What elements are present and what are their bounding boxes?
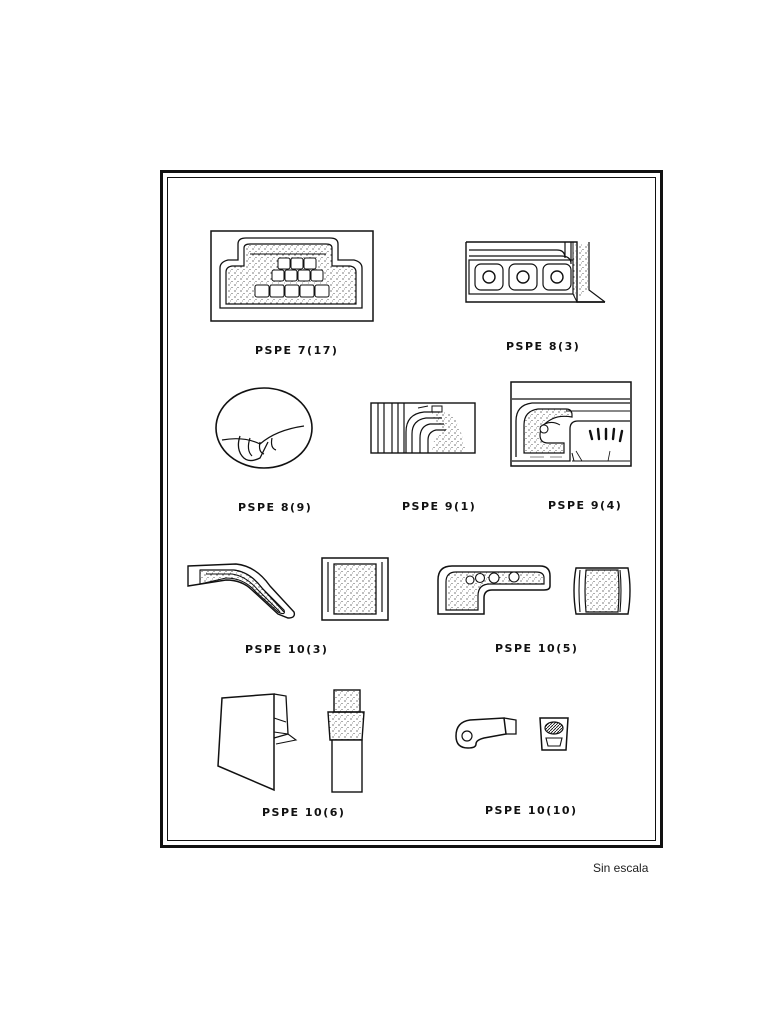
figure-pspe-10-10-b [539, 717, 569, 751]
figure-pspe-8-9 [215, 387, 313, 469]
label-pspe-10-3: PSPE 10(3) [245, 643, 329, 656]
figure-pspe-10-5-a [437, 565, 551, 615]
figure-pspe-8-3 [465, 241, 606, 303]
figure-pspe-7-17 [210, 230, 374, 322]
label-pspe-8-3: PSPE 8(3) [506, 340, 581, 353]
plate-inner-frame [167, 177, 656, 841]
label-pspe-9-1: PSPE 9(1) [402, 500, 477, 513]
label-pspe-10-5: PSPE 10(5) [495, 642, 579, 655]
figure-pspe-10-10-a [455, 717, 517, 749]
scale-caption: Sin escala [593, 861, 649, 875]
label-pspe-9-4: PSPE 9(4) [548, 499, 623, 512]
figure-pspe-10-5-b [573, 567, 631, 615]
figure-pspe-10-3-a [187, 563, 296, 619]
label-pspe-10-10: PSPE 10(10) [485, 804, 578, 817]
plate-frame [160, 170, 663, 848]
figure-pspe-10-3-b [321, 557, 389, 621]
figure-pspe-10-6-a [217, 693, 298, 792]
figure-pspe-10-6-b [327, 689, 365, 793]
label-pspe-8-9: PSPE 8(9) [238, 501, 313, 514]
label-pspe-10-6: PSPE 10(6) [262, 806, 346, 819]
label-pspe-7-17: PSPE 7(17) [255, 344, 339, 357]
figure-pspe-9-4 [510, 381, 632, 467]
figure-pspe-9-1 [370, 402, 476, 454]
